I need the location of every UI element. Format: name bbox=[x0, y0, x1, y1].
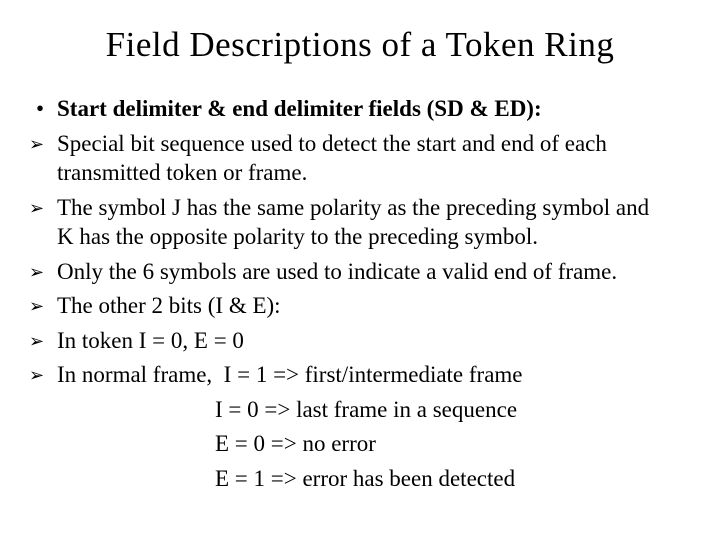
bullet-text: In token I = 0, E = 0 bbox=[57, 327, 244, 353]
bullet-text: I = 0 => last frame in a sequence bbox=[215, 396, 518, 422]
bullet-item: ➢ In token I = 0, E = 0 bbox=[0, 326, 700, 356]
bullet-text: E = 0 => no error bbox=[215, 431, 376, 456]
bullet-item: ➢ The other 2 bits (I & E): bbox=[0, 291, 700, 321]
arrow-bullet-icon: ➢ bbox=[29, 330, 45, 352]
bullet-text: The other 2 bits (I & E): bbox=[57, 293, 281, 318]
bullet-item: ➢ In normal frame, I = 1 => first/interme… bbox=[0, 360, 700, 390]
bullet-list: • Start delimiter & end delimiter fields … bbox=[0, 94, 700, 493]
bullet-item: ➢ Special bit sequence used to detect the… bbox=[0, 129, 700, 188]
bullet-text: Start delimiter & end delimiter fields (… bbox=[57, 96, 542, 121]
bullet-text: The symbol J has the same polarity as th… bbox=[57, 194, 650, 250]
indent-line: I = 0 => last frame in a sequence bbox=[0, 395, 700, 425]
arrow-bullet-icon: ➢ bbox=[29, 365, 45, 386]
arrow-bullet-icon: ➢ bbox=[29, 133, 45, 155]
arrow-bullet-icon: ➢ bbox=[29, 197, 45, 219]
bullet-item: • Start delimiter & end delimiter fields … bbox=[0, 94, 700, 124]
slide-title: Field Descriptions of a Token Ring bbox=[105, 25, 615, 64]
indent-line: E = 1 => error has been detected bbox=[0, 464, 700, 494]
bullet-text: E = 1 => error has been detected bbox=[215, 465, 516, 491]
indent-line: E = 0 => no error bbox=[0, 429, 700, 459]
bullet-item: ➢ Only the 6 symbols are used to indicate… bbox=[0, 257, 700, 287]
bullet-text: In normal frame, I = 1 => first/intermed… bbox=[57, 362, 523, 387]
arrow-bullet-icon: ➢ bbox=[29, 296, 45, 317]
bullet-text: Only the 6 symbols are used to indicate … bbox=[57, 258, 618, 284]
bullet-item: ➢ The symbol J has the same polarity as t… bbox=[0, 193, 700, 252]
bullet-text: Special bit sequence used to detect the … bbox=[57, 130, 607, 186]
arrow-bullet-icon: ➢ bbox=[29, 261, 45, 283]
dot-bullet-icon: • bbox=[36, 96, 45, 121]
